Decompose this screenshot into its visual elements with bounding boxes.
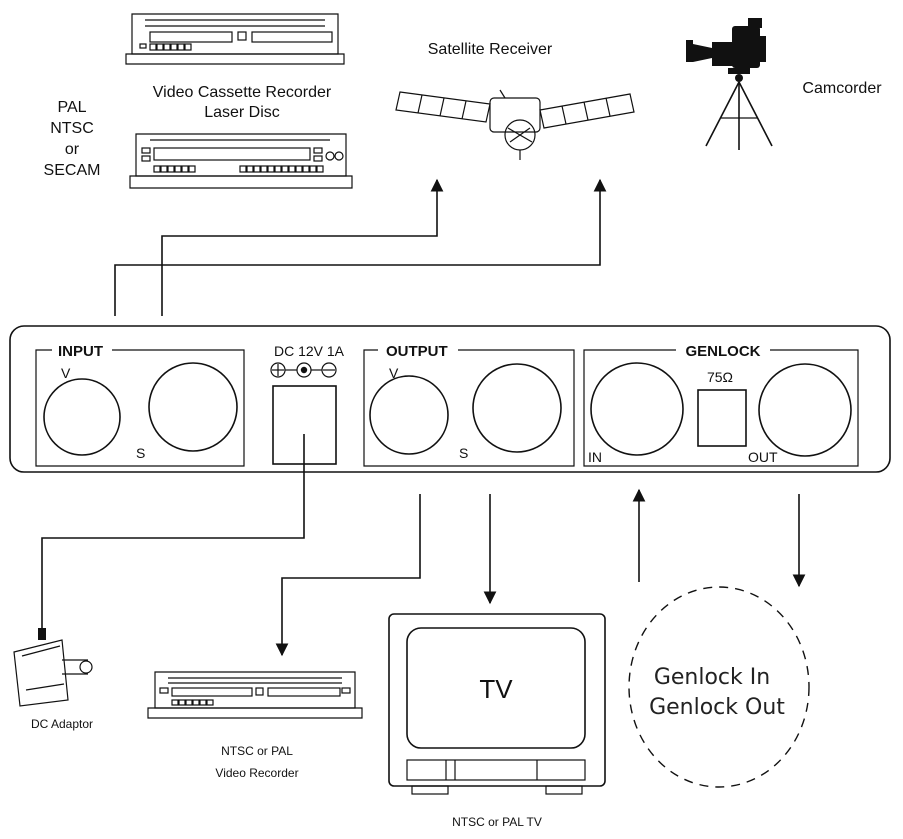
laser-disc-icon	[129, 133, 353, 189]
tv-screen-label: TV	[479, 674, 513, 704]
camcorder-label: Camcorder	[802, 80, 882, 97]
video-recorder-icon	[147, 671, 363, 719]
satellite-icon	[395, 89, 635, 160]
rear-panel	[9, 325, 891, 473]
format-secam: SECAM	[44, 162, 101, 179]
tv-icon	[388, 613, 606, 795]
input-connection-lines	[114, 178, 607, 316]
output-group: OUTPUT V S	[363, 343, 575, 467]
format-or: or	[65, 141, 80, 158]
vcr-label: Video Cassette Recorder	[153, 84, 332, 101]
genlock-in-label: IN	[588, 449, 602, 465]
dc-adaptor-icon	[13, 628, 93, 707]
input-group: INPUT V S	[35, 343, 245, 467]
input-svideo-jack[interactable]	[148, 362, 238, 452]
genlock-in-device-label: Genlock In	[654, 665, 770, 690]
termination-switch[interactable]	[697, 389, 747, 447]
output-s-label: S	[459, 445, 468, 461]
genlock-group: GENLOCK 75Ω IN OUT	[583, 343, 859, 467]
genlock-out-label: OUT	[748, 449, 778, 465]
input-s-label: S	[136, 445, 145, 461]
genlock-termination-label: 75Ω	[707, 369, 733, 385]
laser-disc-label: Laser Disc	[204, 104, 280, 121]
genlock-out-jack[interactable]	[758, 363, 852, 457]
format-pal: PAL	[57, 99, 86, 116]
genlock-device-outline	[628, 586, 810, 788]
output-svideo-jack[interactable]	[472, 363, 562, 453]
input-title: INPUT	[58, 343, 103, 360]
output-connection-lines	[41, 434, 806, 657]
output-title: OUTPUT	[386, 343, 448, 360]
video-recorder-label-line2: Video Recorder	[215, 766, 298, 780]
genlock-title: GENLOCK	[686, 343, 761, 360]
power-group: DC 12V 1A	[270, 343, 345, 465]
tv-label: NTSC or PAL TV	[452, 815, 542, 829]
output-video-jack[interactable]	[369, 375, 449, 455]
camcorder-icon	[686, 18, 773, 150]
input-video-jack[interactable]	[43, 378, 121, 456]
dc-adaptor-label: DC Adaptor	[31, 717, 93, 731]
genlock-out-device-label: Genlock Out	[649, 695, 785, 720]
genlock-in-jack[interactable]	[590, 362, 684, 456]
format-ntsc: NTSC	[50, 120, 94, 137]
video-recorder-label-line1: NTSC or PAL	[221, 744, 293, 758]
power-label: DC 12V 1A	[274, 343, 345, 359]
satellite-label: Satellite Receiver	[428, 41, 553, 58]
input-v-label: V	[61, 365, 71, 381]
output-v-label: V	[389, 365, 399, 381]
polarity-icon	[270, 362, 337, 378]
vcr-icon	[125, 13, 345, 65]
